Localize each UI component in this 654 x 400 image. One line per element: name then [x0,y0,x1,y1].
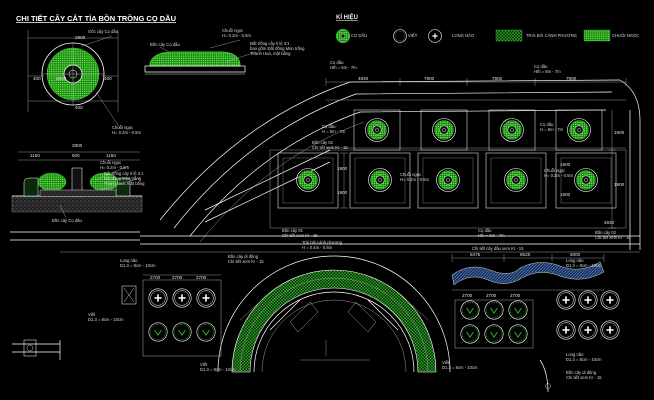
plan-right-dim: 1900 [560,192,571,197]
plan-top-dim: 7900 [424,76,435,81]
drawing-title: CHI TIẾT CÂY CẮT TỈA BỒN TRỒNG CỌ DẦU [16,13,176,23]
legend-label: LONG NÃO [452,33,475,38]
plan-dim-label: 400 [75,105,83,110]
plan-palm-label: Gốc cây Cọ dầu [88,29,119,34]
bed-plan-detail: 400 2800 400 2800 400 Gốc cây Cọ dầu Chu… [27,29,141,135]
plan-dim-label: 2800 [75,35,86,40]
section-total-dim: 2800 [72,143,83,148]
wave-dim: 8525 [520,252,531,257]
wave-dim: 5000 [570,252,581,257]
plan-right-dim: 1900 [614,182,625,187]
legend: KÍ HIỆU CỌ DẦU VIẾT LONG NÃO TRẢI BÃI CÁ… [336,13,639,43]
plan-dim-label: 400 [33,76,41,81]
legend-label: VIẾT [408,33,418,38]
section-dim: 500 [72,153,80,158]
arc-terrace [217,255,451,373]
lower-right-dim: 2700 [510,293,521,298]
legend-title: KÍ HIỆU [336,13,358,21]
legend-label: CHUỖI NGỌC [612,33,639,38]
tree-group-left [121,274,222,357]
section-dim: 1150 [106,153,116,158]
wave-planter [451,254,605,291]
plan-top-dim: 7900 [566,76,577,81]
lower-right-dim: 2700 [486,293,497,298]
tree-group-right [454,289,621,349]
section-base-label: Bồn cây Cọ dầu [52,218,82,223]
plan-right-dim: 4840 [604,220,615,225]
ground-cover-hatch-icon [495,29,523,42]
plan-dim-label: 400 [104,76,112,81]
wave-dim: 8475 [470,252,481,257]
plan-dim-label: 2800 [56,76,67,81]
gate-fixture [12,339,61,360]
lower-left-dim: 2700 [196,275,207,280]
label-detail-ref: Chi tiết cây dầu xem KI - 15 [472,246,524,251]
lower-left-dim: 2700 [150,275,161,280]
plan-side-dim: 1900 [337,190,348,195]
oil-palm-symbol-icon [336,29,350,43]
plan-top-dim: 4840 [358,76,369,81]
legend-label: TRẢI BÃI CÁNH PHƯƠNG [526,33,577,38]
lower-right-dim: 2700 [462,293,473,298]
plan-dimensions: 400 2800 400 2800 400 [33,35,112,110]
section-dim: 1150 [30,153,40,158]
camphor-tree-symbol-icon [428,29,442,43]
jewel-chain-hatch-icon [583,29,611,42]
elevation-bed-label: Bồn cây Cọ dầu [150,42,180,47]
plan-side-dim: 1900 [337,166,348,171]
plan-top-dim: 7900 [492,76,503,81]
lower-left-dim: 2700 [172,275,183,280]
viet-tree-symbol-icon [393,29,407,43]
site-plan [10,78,641,253]
legend-label: CỌ DẦU [351,33,367,38]
plan-right-dim: 1900 [560,162,571,167]
plan-right-dim: 1900 [614,130,625,135]
